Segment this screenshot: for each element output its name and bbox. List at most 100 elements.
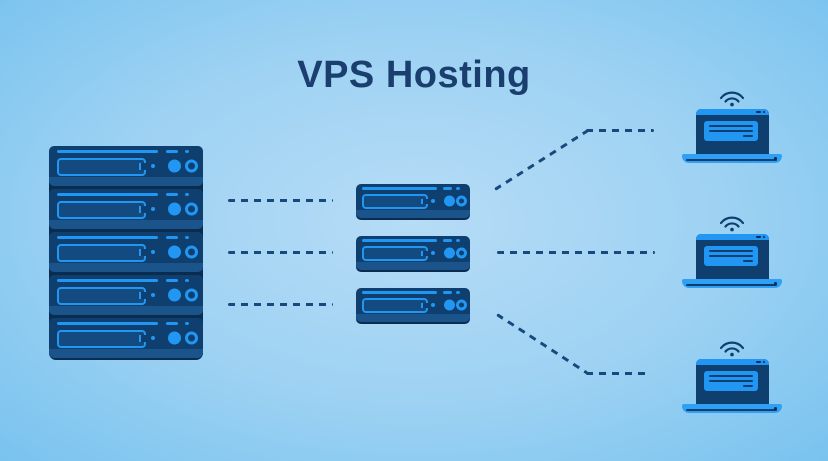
base-dot <box>774 157 777 160</box>
client-laptops <box>682 91 782 413</box>
drive-bay <box>361 245 428 262</box>
connection-dashed-line <box>586 129 654 132</box>
power-led <box>167 288 181 302</box>
vent-line-dash <box>166 235 179 239</box>
led-indicator <box>431 303 436 307</box>
server-rack <box>49 146 203 360</box>
titlebar-control <box>762 236 765 238</box>
hinge-line <box>686 408 777 411</box>
connection-dashed-line <box>494 129 589 191</box>
vent-line-dash <box>166 321 179 325</box>
power-button-icon <box>456 195 468 207</box>
power-button-icon <box>184 288 198 302</box>
rack-server-unit <box>49 146 203 186</box>
server-base-strip <box>49 219 203 229</box>
drive-bay <box>361 297 428 314</box>
power-led <box>167 245 181 259</box>
base-dot <box>774 407 777 410</box>
led-indicator <box>150 164 155 168</box>
vent-line-dash <box>166 149 179 153</box>
laptop-base <box>682 154 782 163</box>
power-button-icon <box>184 245 198 259</box>
dialog-text-line <box>708 130 753 132</box>
titlebar-control <box>755 361 761 363</box>
led-indicator <box>150 207 155 211</box>
server-base-strip <box>356 314 470 322</box>
power-button-icon <box>184 331 198 345</box>
dialog-text-line <box>708 380 753 382</box>
wifi-icon <box>719 91 745 107</box>
laptop-icon <box>682 91 782 163</box>
drive-bay <box>56 200 147 219</box>
vent-line-dot <box>184 192 189 196</box>
vent-line <box>56 278 159 282</box>
vps-server-unit <box>356 184 470 218</box>
titlebar-control <box>755 111 761 113</box>
dialog-button-line <box>742 385 753 387</box>
laptop-titlebar <box>695 234 769 240</box>
server-base-strip <box>49 348 203 358</box>
power-led <box>443 247 455 259</box>
vent-line-dash <box>442 239 452 243</box>
led-indicator <box>431 251 436 255</box>
led-indicator <box>150 336 155 340</box>
laptop-screen <box>695 109 769 154</box>
server-base-strip <box>49 176 203 186</box>
vps-server-unit <box>356 288 470 322</box>
laptop-base <box>682 404 782 413</box>
drive-bay <box>56 243 147 262</box>
titlebar-control <box>762 111 765 113</box>
power-button-icon <box>456 247 468 259</box>
vent-line-dash <box>442 291 452 295</box>
server-base-strip <box>356 262 470 270</box>
titlebar-control <box>762 361 765 363</box>
power-led <box>167 202 181 216</box>
laptop-screen <box>695 234 769 279</box>
vent-line-dot <box>184 149 189 153</box>
screen-dialog <box>703 246 758 266</box>
server-base-strip <box>49 262 203 272</box>
drive-bay <box>361 193 428 210</box>
connection-dashed-line <box>497 251 655 254</box>
dialog-text-line <box>708 375 753 377</box>
power-led <box>167 159 181 173</box>
wifi-icon <box>719 216 745 232</box>
vent-line <box>56 321 159 325</box>
laptop-titlebar <box>695 359 769 365</box>
vent-line <box>361 291 437 295</box>
vps-server-unit <box>356 236 470 270</box>
rack-server-unit <box>49 189 203 229</box>
hinge-line <box>686 283 777 286</box>
rack-server-unit <box>49 232 203 272</box>
led-indicator <box>150 293 155 297</box>
led-indicator <box>431 199 436 203</box>
power-led <box>167 331 181 345</box>
dialog-text-line <box>708 255 753 257</box>
led-indicator <box>150 250 155 254</box>
connection-dashed-line <box>228 251 333 254</box>
wifi-icon <box>719 341 745 357</box>
vps-server-nodes <box>356 184 470 322</box>
titlebar-control <box>755 236 761 238</box>
drive-bay <box>56 329 147 348</box>
vent-line-dot <box>184 321 189 325</box>
vent-line <box>361 239 437 243</box>
vent-line-dash <box>166 192 179 196</box>
vent-line-dot <box>184 278 189 282</box>
server-base-strip <box>49 305 203 315</box>
connection-dashed-line <box>228 199 333 202</box>
vent-line <box>56 149 159 153</box>
connection-dashed-line <box>586 372 650 375</box>
server-base-strip <box>356 210 470 218</box>
dialog-button-line <box>742 260 753 262</box>
laptop-icon <box>682 216 782 288</box>
vent-line-dash <box>166 278 179 282</box>
vent-line <box>56 235 159 239</box>
drive-bay <box>56 157 147 176</box>
rack-server-unit <box>49 318 203 358</box>
page-title: VPS Hosting <box>297 54 531 96</box>
power-button-icon <box>184 202 198 216</box>
vent-line-dot <box>456 239 461 243</box>
vent-line <box>56 192 159 196</box>
